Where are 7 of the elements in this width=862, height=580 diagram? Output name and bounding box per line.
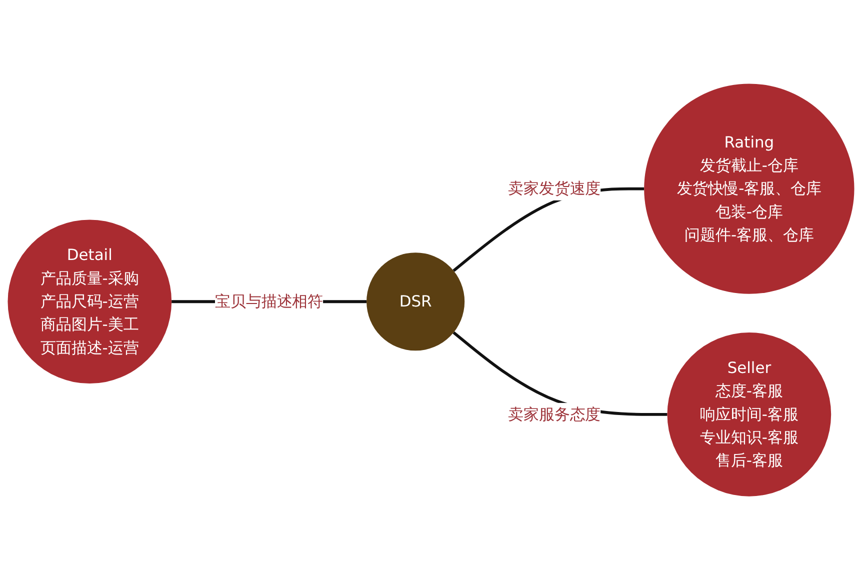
edge-label: 卖家服务态度 (508, 404, 601, 424)
edge-label: 卖家发货速度 (508, 179, 601, 198)
edge-label: 宝贝与描述相符 (215, 292, 324, 310)
node-circle: DSR (366, 252, 465, 351)
node-circle: Detail 产品质量-采购 产品尺码-运营 商品图片-美工 页面描述-运营 (8, 220, 172, 384)
node-circle: Rating 发货截止-仓库 发货快慢-客服、仓库 包装-仓库 问题件-客服、仓库 (644, 84, 854, 294)
node-circle: Seller 态度-客服 响应时间-客服 专业知识-客服 售后-客服 (667, 332, 832, 496)
